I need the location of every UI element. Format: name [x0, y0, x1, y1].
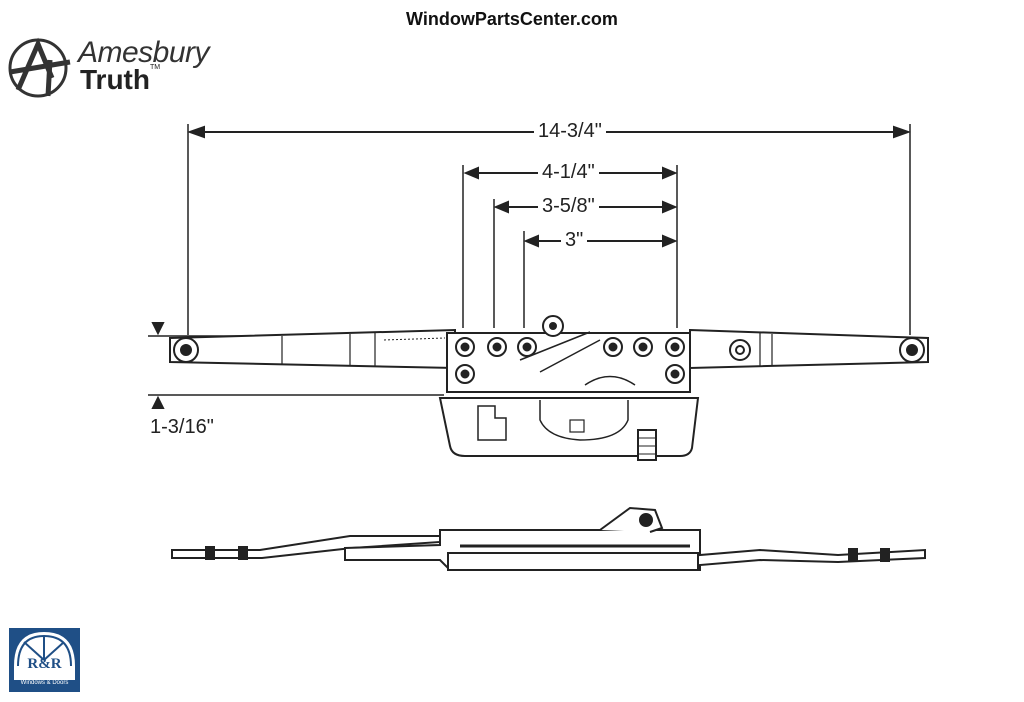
brand-line2: TruthTM — [80, 64, 161, 95]
brand-logo: Amesbury TruthTM — [0, 34, 250, 104]
site-title: WindowPartsCenter.com — [406, 9, 618, 29]
dealer-name: R&R — [27, 656, 62, 672]
brand-line1: Amesbury — [78, 36, 210, 69]
dealer-logo: R&R Windows & Doors — [9, 628, 80, 692]
operator-side-view — [171, 506, 926, 571]
dealer-subtitle: Windows & Doors — [20, 680, 69, 686]
dimension-4-1-4-label: 4-1/4" — [538, 161, 599, 183]
amesbury-truth-emblem-icon — [8, 37, 71, 98]
trademark-mark: TM — [150, 64, 161, 71]
operator-top-view — [169, 315, 929, 461]
dimension-3-label: 3" — [561, 229, 588, 251]
dimension-height-label: 1-3/16" — [146, 416, 218, 438]
dimension-3-5-8-label: 3-5/8" — [538, 195, 599, 217]
dimension-overall-label: 14-3/4" — [534, 120, 606, 142]
rr-windows-logo-icon — [9, 628, 80, 692]
